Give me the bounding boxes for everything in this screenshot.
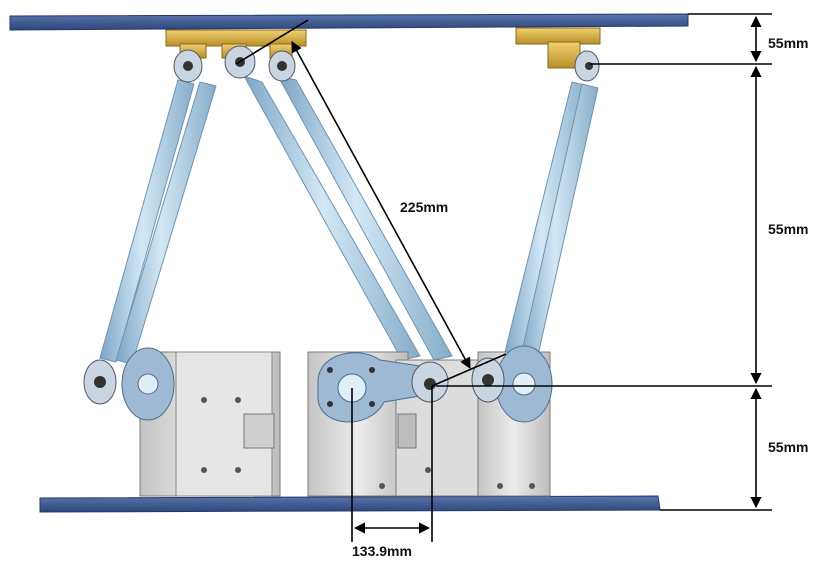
dimension-lines — [235, 13, 772, 542]
top-bracket-right — [515, 27, 601, 69]
top-platform — [9, 13, 689, 31]
rod-left-outer — [99, 79, 195, 363]
label-lower-height: 55mm — [768, 439, 808, 455]
base-platform — [39, 495, 661, 513]
servo-left — [83, 347, 281, 497]
servo-center — [307, 351, 487, 497]
label-upper-height: 55mm — [768, 221, 808, 237]
label-servo-spacing: 133.9mm — [352, 543, 412, 559]
dim-arrow-rod — [291, 41, 471, 369]
rod-center-a — [242, 75, 421, 361]
servo-right — [471, 345, 553, 497]
rod-center-b — [277, 75, 453, 361]
label-top-offset: 55mm — [768, 35, 808, 51]
label-rod-length: 225mm — [400, 199, 448, 215]
rod-right-b — [519, 83, 599, 365]
linkage-rods — [99, 75, 599, 365]
top-joints — [173, 45, 600, 83]
